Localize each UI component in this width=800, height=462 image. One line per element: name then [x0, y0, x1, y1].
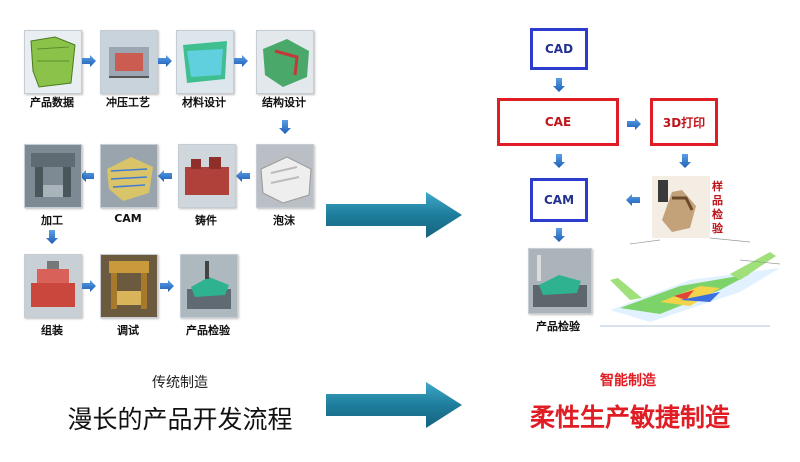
- sample-inspection-label: 样品检验: [712, 180, 723, 235]
- arrow-right-icon: [234, 55, 248, 67]
- step-label-stamping: 冲压工艺: [106, 96, 150, 109]
- arrow-right-icon: [82, 55, 96, 67]
- step-label-foam: 泡沫: [273, 214, 295, 227]
- arrow-down-icon: [553, 78, 565, 92]
- step-label-product-data: 产品数据: [30, 96, 74, 109]
- arrow-down-icon: [553, 154, 565, 168]
- foam-pattern-image: [256, 144, 314, 208]
- arrow-left-icon: [626, 194, 640, 206]
- casting-image: [178, 144, 236, 208]
- arrow-down-icon: [46, 230, 58, 244]
- step-label-tryout: 调试: [117, 324, 139, 337]
- cad-box: CAD: [530, 28, 588, 70]
- arrow-right-icon: [160, 280, 174, 292]
- arrow-down-icon: [279, 120, 291, 134]
- arrow-left-icon: [80, 170, 94, 182]
- step-label-material-design: 材料设计: [182, 96, 226, 109]
- cam-toolpath-image: [100, 144, 158, 208]
- assembly-image: [24, 254, 82, 318]
- cam-box: CAM: [530, 178, 588, 222]
- car-door-panel-image: [24, 30, 82, 94]
- step-label-product-inspection: 产品检验: [186, 324, 230, 337]
- smart-inspection-label: 产品检验: [536, 320, 580, 333]
- arrow-left-icon: [158, 170, 172, 182]
- arrow-down-icon: [679, 154, 691, 168]
- arrow-right-icon: [82, 280, 96, 292]
- 3d-print-box: 3D打印: [650, 98, 718, 146]
- smart-caption: 智能制造: [600, 373, 656, 389]
- arrow-down-icon: [553, 228, 565, 242]
- material-model-image: [176, 30, 234, 94]
- arrow-right-icon: [627, 118, 641, 130]
- smart-process-caption: 柔性生产敏捷制造: [529, 403, 730, 432]
- step-label-machining: 加工: [41, 214, 63, 227]
- step-label-assembly: 组装: [41, 324, 63, 337]
- big-arrow-right-icon: [326, 192, 462, 238]
- traditional-process-caption: 漫长的产品开发流程: [67, 405, 293, 434]
- structure-model-image: [256, 30, 314, 94]
- aircraft-simulation-image: [590, 230, 790, 340]
- step-label-cam: CAM: [114, 212, 142, 225]
- step-label-structure-design: 结构设计: [262, 96, 306, 109]
- press-tryout-image: [100, 254, 158, 318]
- arrow-right-icon: [158, 55, 172, 67]
- smart-inspection-image: [528, 248, 592, 314]
- big-arrow-right-icon: [326, 382, 462, 428]
- traditional-caption: 传统制造: [152, 375, 208, 391]
- cae-box: CAE: [497, 98, 619, 146]
- machining-image: [24, 144, 82, 208]
- stamping-die-image: [100, 30, 158, 94]
- arrow-left-icon: [236, 170, 250, 182]
- step-label-casting: 铸件: [195, 214, 217, 227]
- printed-sample-image: [652, 176, 710, 238]
- product-inspection-image: [180, 254, 238, 318]
